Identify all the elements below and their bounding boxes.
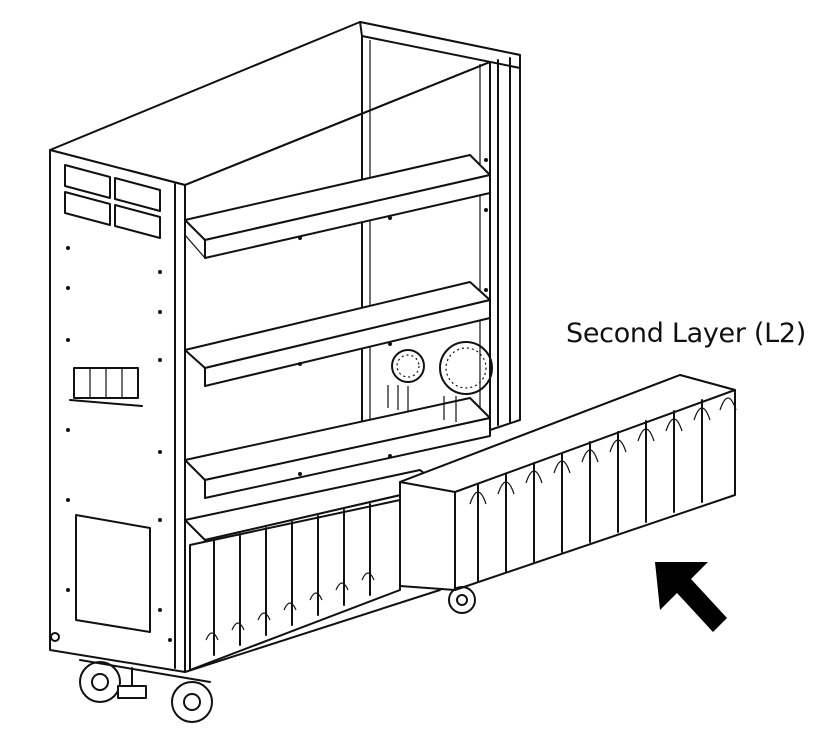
cabinet-side-panel <box>49 149 186 673</box>
ventilation-grille <box>387 341 493 422</box>
insert-direction-arrow-icon <box>655 562 727 632</box>
installed-batteries-l1 <box>184 499 441 673</box>
battery-tray-l2 <box>399 374 737 614</box>
cabinet-frame <box>49 21 521 431</box>
second-layer-label: Second Layer (L2) <box>566 318 806 349</box>
shelf-3 <box>184 397 491 499</box>
cabinet-wheels <box>79 659 213 723</box>
shelf-2 <box>184 281 491 387</box>
shelf-1 <box>184 154 491 259</box>
